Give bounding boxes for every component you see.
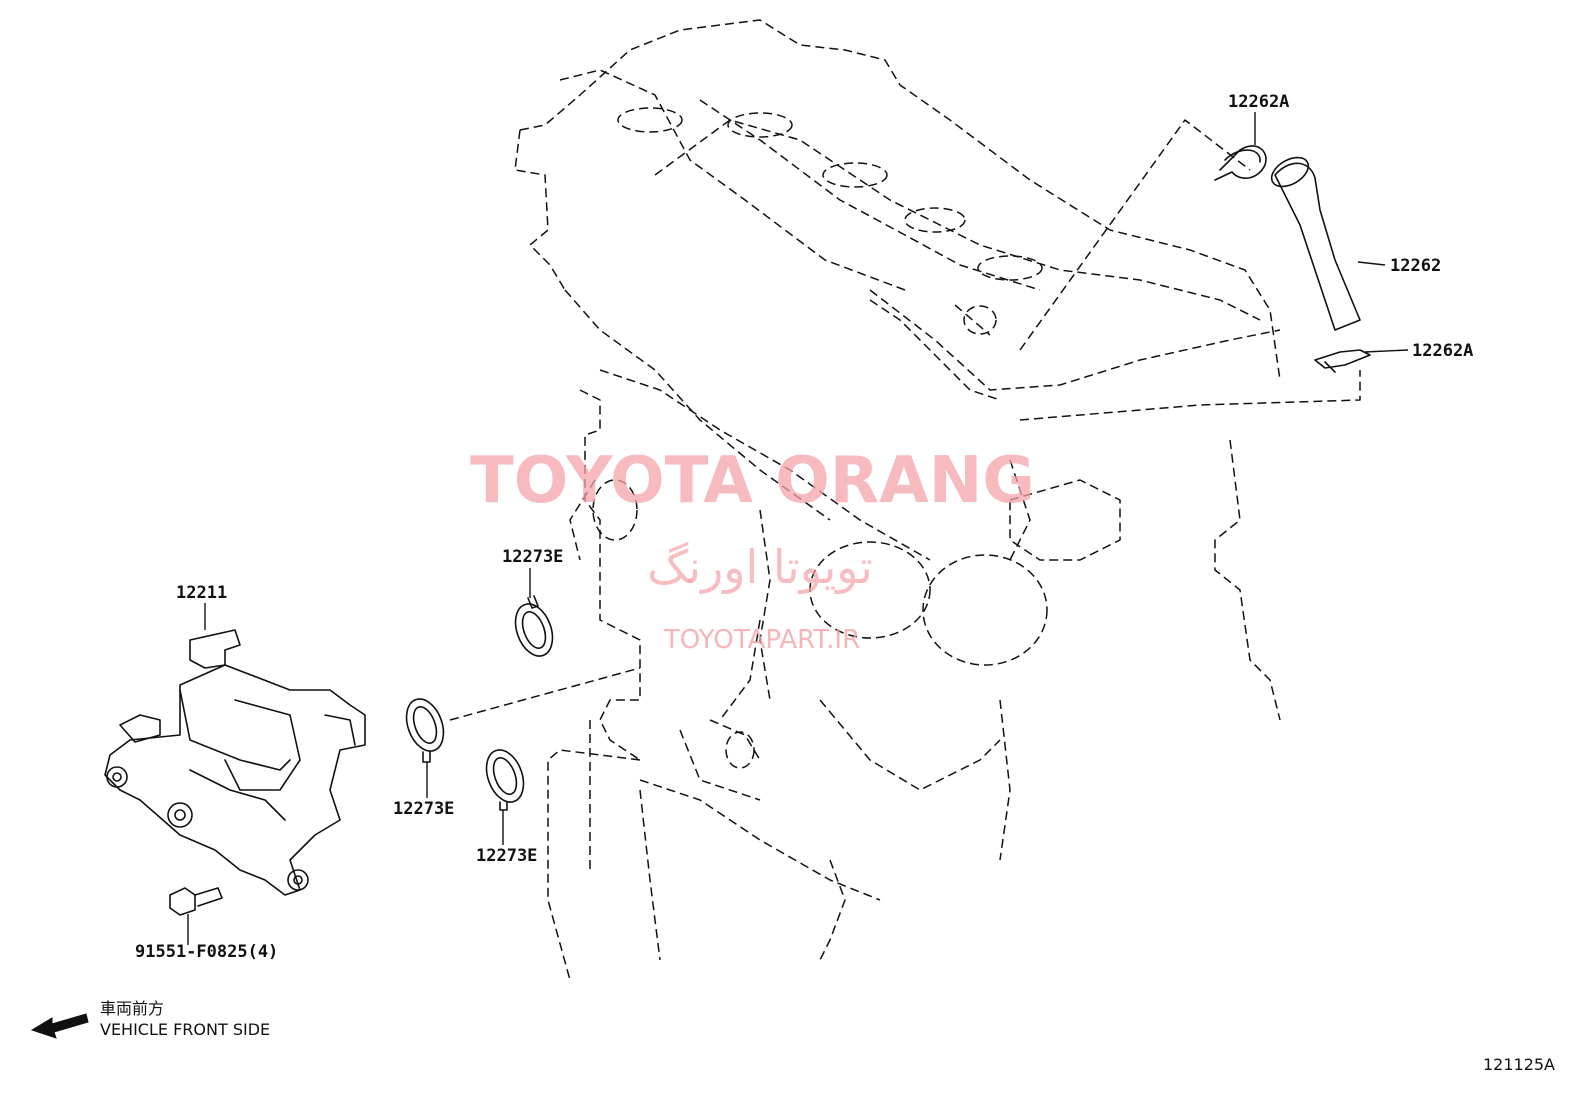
oil-separator bbox=[104, 629, 366, 896]
bolt-part bbox=[169, 887, 223, 916]
direction-label-en: VEHICLE FRONT SIDE bbox=[100, 1020, 270, 1039]
label-hose-clip-top: 12262A bbox=[1228, 92, 1289, 112]
label-gasket-left: 12273E bbox=[393, 799, 454, 819]
leader-lines bbox=[187, 112, 1409, 945]
pcv-hose-group bbox=[1214, 145, 1371, 373]
engine-outline bbox=[449, 19, 1361, 981]
watermark-brand-fa: تویوتا اورنگ bbox=[647, 540, 873, 595]
gasket-left bbox=[405, 698, 445, 763]
figure-code: 121125A bbox=[1483, 1055, 1555, 1074]
label-separator: 12211 bbox=[176, 583, 227, 603]
label-hose-clip-bottom: 12262A bbox=[1412, 341, 1473, 361]
gasket-lower bbox=[485, 749, 525, 811]
front-arrow-icon bbox=[30, 1013, 89, 1039]
watermark-brand: TOYOTA ORANG bbox=[470, 444, 1035, 518]
watermark: TOYOTA ORANG تویوتا اورنگ TOYOTAPART.IR bbox=[470, 444, 1035, 655]
label-gasket-upper: 12273E bbox=[502, 547, 563, 567]
watermark-url: TOYOTAPART.IR bbox=[663, 625, 860, 655]
label-hose: 12262 bbox=[1390, 256, 1441, 276]
part-labels: 12262A 12262 12262A 12211 91551-F0825(4)… bbox=[135, 92, 1473, 962]
label-bolt: 91551-F0825(4) bbox=[135, 942, 278, 962]
direction-indicator: 車両前方 VEHICLE FRONT SIDE bbox=[30, 999, 270, 1039]
label-gasket-lower: 12273E bbox=[476, 846, 537, 866]
direction-label-jp: 車両前方 bbox=[100, 999, 164, 1018]
gasket-upper bbox=[514, 595, 554, 657]
